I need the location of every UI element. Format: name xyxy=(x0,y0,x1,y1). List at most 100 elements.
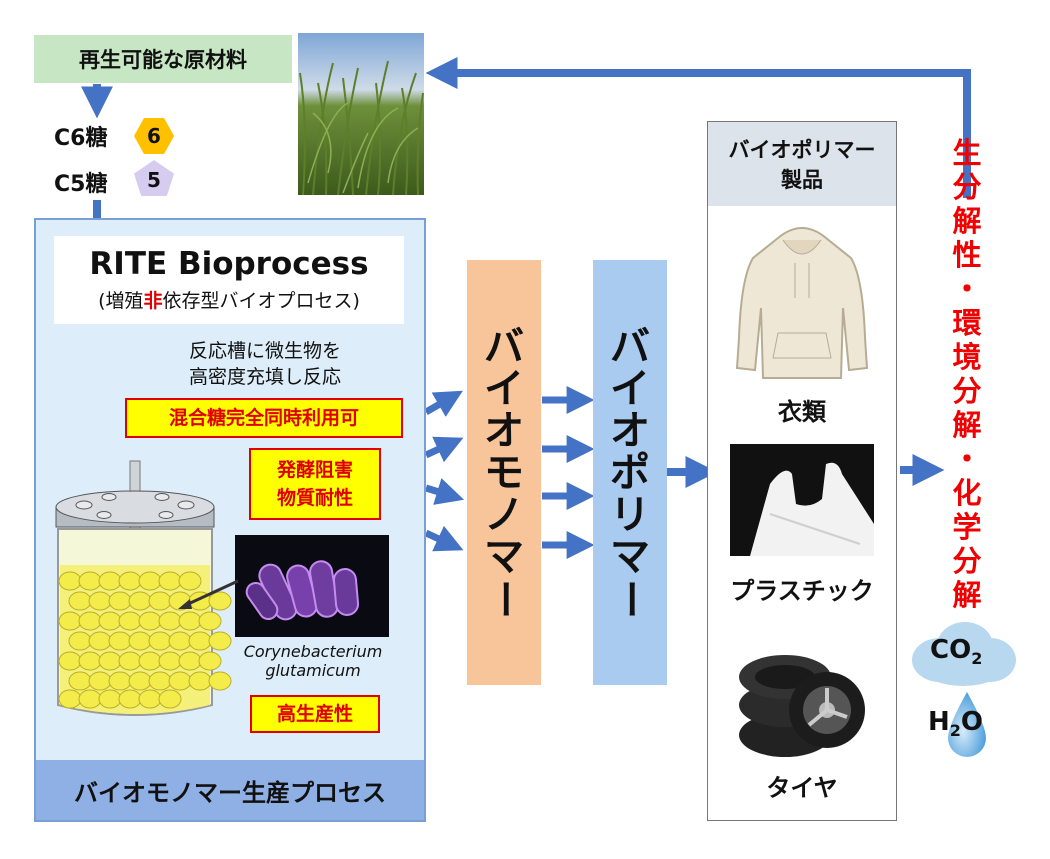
reactor-bead xyxy=(118,571,142,591)
product-tire: タイヤ xyxy=(766,774,838,802)
plastic-bag-image xyxy=(730,444,874,556)
rite-subtitle: (増殖非依存型バイオプロセス) xyxy=(54,286,404,313)
description-line: 反応槽に微生物を xyxy=(188,340,341,362)
reactor-bead xyxy=(208,671,232,691)
reactor-bead xyxy=(88,631,112,651)
co2-main: CO xyxy=(930,635,972,665)
sugarcane-photo xyxy=(298,33,424,195)
reactor-bead xyxy=(98,651,122,671)
degradation-char: 性 xyxy=(952,238,982,272)
c6-sugar-label: C6糖 xyxy=(54,126,108,151)
reactor-bead xyxy=(178,571,202,591)
microbe-pointer-arrow xyxy=(178,579,239,609)
reactor-bead xyxy=(138,611,162,631)
products-header: バイオポリマー 製品 xyxy=(708,122,896,206)
h2o-part: H xyxy=(928,707,950,737)
biopolymer-box: バイオポリマー xyxy=(593,260,667,685)
reactor-bead xyxy=(108,591,132,611)
biopolymer-char: バ xyxy=(610,323,650,370)
organism-line: glutamicum xyxy=(265,661,361,680)
reactor-bead xyxy=(138,689,162,709)
hoodie-icon xyxy=(735,227,869,379)
rite-title-box: RITE Bioprocess (増殖非依存型バイオプロセス) xyxy=(54,236,404,324)
biopolymer-char: ー xyxy=(607,578,653,619)
biopolymer-char: イ xyxy=(610,365,650,412)
panel-to-monomer-arrows xyxy=(424,390,465,552)
reactor-bead xyxy=(148,671,172,691)
degradation-char: ・ xyxy=(952,442,982,476)
biopolymer-char: オ xyxy=(610,407,650,454)
reactor-bead xyxy=(158,651,182,671)
reactor-bead xyxy=(98,611,122,631)
reactor-bead xyxy=(78,689,102,709)
reactor-bead xyxy=(138,571,162,591)
reactor-bead xyxy=(148,591,172,611)
degradation-text: 生分解性・環境分解・化学分解 xyxy=(945,136,989,612)
monomer-to-polymer-arrows xyxy=(542,386,595,559)
degradation-char: 解 xyxy=(952,408,982,442)
reactor-bead xyxy=(198,651,222,671)
process-description: 反応槽に微生物を 高密度充填し反応 xyxy=(150,338,380,390)
reactor-bead xyxy=(58,689,82,709)
feature-line: 発酵阻害 xyxy=(276,459,353,481)
degradation-char: 学 xyxy=(952,510,982,544)
reactor-bead xyxy=(108,631,132,651)
biomonomer-char: ー xyxy=(481,578,527,619)
reactor-bead xyxy=(208,591,232,611)
organism-name: Corynebacterium glutamicum xyxy=(225,642,401,680)
water-drop-icon xyxy=(948,692,986,757)
h2o-part: O xyxy=(960,707,984,737)
biomonomer-char: ノ xyxy=(484,491,524,538)
recycle-arrow xyxy=(425,57,971,198)
reactor-bead xyxy=(88,671,112,691)
reactor-bead xyxy=(68,591,92,611)
reactor-bead xyxy=(208,631,232,651)
products-header-line: バイオポリマー xyxy=(728,138,876,162)
feature-mixed-sugar: 混合糖完全同時利用可 xyxy=(125,398,403,438)
degradation-char: 分 xyxy=(952,544,982,578)
reactor-bead xyxy=(158,689,182,709)
biopolymer-char: マ xyxy=(610,533,650,580)
degradation-char: 化 xyxy=(952,476,982,510)
product-plastic: プラスチック xyxy=(730,577,874,605)
reactor-bead xyxy=(78,651,102,671)
reactor-bead xyxy=(118,611,142,631)
rite-title: RITE Bioprocess xyxy=(89,246,369,282)
feature-high-productivity: 高生産性 xyxy=(250,695,380,733)
h2o-label: H2O xyxy=(928,707,983,740)
reactor-bead xyxy=(98,689,122,709)
reactor-bead xyxy=(198,611,222,631)
process-footer-label: バイオモノマー生産プロセス xyxy=(36,760,424,820)
biomonomer-char: バ xyxy=(484,323,524,370)
reactor-bead xyxy=(168,631,192,651)
degradation-char: ・ xyxy=(952,272,982,306)
reactor-bead xyxy=(178,651,202,671)
raw-material-label: 再生可能な原材料 xyxy=(34,35,292,83)
degradation-char: 分 xyxy=(952,170,982,204)
description-line: 高密度充填し反応 xyxy=(188,366,341,388)
reactor-bead xyxy=(98,571,122,591)
reactor-bead xyxy=(168,671,192,691)
biomonomer-char: イ xyxy=(484,365,524,412)
reactor-bead xyxy=(68,671,92,691)
reactor-bead xyxy=(138,651,162,671)
reactor-bead xyxy=(108,671,132,691)
biomonomer-char: モ xyxy=(484,449,524,496)
reactor-bead xyxy=(88,591,112,611)
reactor-bead xyxy=(188,671,212,691)
feature-inhibitor-tolerance: 発酵阻害 物質耐性 xyxy=(249,448,381,520)
degradation-char: 分 xyxy=(952,374,982,408)
reactor-bead xyxy=(128,591,152,611)
subtitle-part: (増殖 xyxy=(98,290,144,312)
microbe-image xyxy=(235,535,389,637)
degradation-char: 環 xyxy=(952,306,982,340)
reactor-bead xyxy=(148,631,172,651)
reactor-bead xyxy=(78,611,102,631)
co2-sub: 2 xyxy=(971,649,983,669)
reactor-bead xyxy=(128,631,152,651)
reactor-bead xyxy=(128,671,152,691)
tire-icon xyxy=(739,655,865,757)
organism-line: Corynebacterium xyxy=(243,642,383,661)
reactor-bead xyxy=(78,571,102,591)
c5-sugar-label: C5糖 xyxy=(54,172,108,197)
